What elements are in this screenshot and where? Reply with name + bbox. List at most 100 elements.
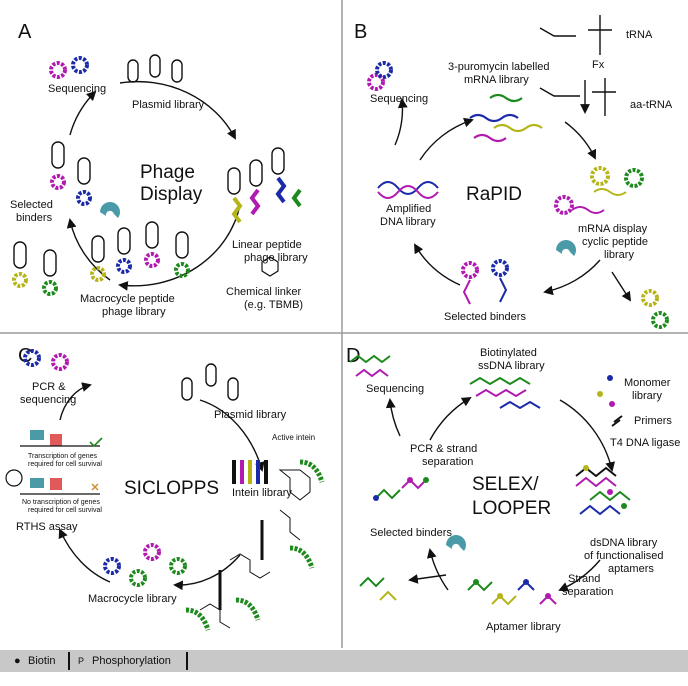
selected-binders-b (461, 259, 509, 305)
rths-assay-icon (20, 430, 103, 495)
tbmb-linker-icon (261, 256, 279, 277)
label-plasmid-library-a: Plasmid library (132, 99, 205, 111)
phage-linear-a (227, 147, 302, 224)
label-pcr-1-c: PCR & (32, 381, 66, 393)
label-macro-c: Macrocycle library (88, 593, 177, 605)
panel-d-title-1: SELEX/ (472, 474, 539, 495)
panel-a-cycle-arrow-2 (118, 204, 241, 291)
panel-d-cycle-arrow-3 (558, 559, 601, 592)
label-linker-2-a: (e.g. TBMB) (244, 299, 303, 311)
label-sequencing-d: Sequencing (366, 383, 424, 395)
label-biot-1-d: Biotinylated (480, 347, 537, 359)
panel-d: D SELEX/ LOOPER Sequencing Biotinylated … (346, 345, 680, 633)
label-biot-2-d: ssDNA library (478, 360, 545, 372)
plasmid-icons-c (181, 363, 239, 401)
phage-macrocycle-a (12, 221, 190, 296)
panel-b-title: RaPID (466, 184, 522, 205)
label-dsdna-2-d: of functionalised (584, 550, 664, 562)
panel-c: C SICLOPPS PCR & sequencing Plasmid libr… (5, 345, 325, 631)
label-sequencing-b: Sequencing (370, 93, 428, 105)
macrocycles-c (103, 543, 187, 587)
label-linker-1-a: Chemical linker (226, 286, 302, 298)
panel-b-cycle-arrow-7 (611, 271, 632, 302)
panel-c-cycle-arrow-3 (58, 528, 111, 583)
label-ligase-d: T4 DNA ligase (610, 437, 680, 449)
primer-icon-d (611, 415, 623, 427)
label-puro-2-b: mRNA library (464, 74, 529, 86)
c-seq-blue (23, 349, 41, 367)
label-puro-1-b: 3-puromycin labelled (448, 61, 550, 73)
label-selected-1-a: Selected (10, 199, 53, 211)
label-active-c: Active intein (272, 433, 315, 442)
panel-a-title-2: Display (140, 184, 203, 205)
label-trans-2-c: required for cell survival (28, 461, 102, 468)
target-protein-a (100, 202, 120, 218)
macrocycle-magenta (49, 61, 67, 79)
legend-biotin-label: Biotin (28, 655, 56, 667)
panel-c-cycle-arrow-4 (59, 382, 92, 421)
label-aptamer-d: Aptamer library (486, 621, 561, 633)
label-strand-2-d: separation (562, 586, 613, 598)
ssdna-strands-d (349, 354, 541, 410)
label-trna-b: tRNA (626, 29, 653, 41)
label-monomer-2-d: library (632, 390, 662, 402)
label-monomer-1-d: Monomer (624, 377, 671, 389)
label-notrans-2-c: required for cell survival (28, 507, 102, 514)
b-seq-blue (375, 61, 393, 79)
panel-d-letter: D (346, 345, 360, 367)
panel-c-cycle-arrow-2 (173, 554, 241, 591)
label-selected-b: Selected binders (444, 311, 526, 323)
amplified-dna-b (377, 181, 439, 199)
legend-phos-label: Phosphorylation (92, 655, 171, 667)
rths-cycle-icon (5, 469, 23, 487)
aptamer-library-d (467, 579, 557, 606)
label-primers-d: Primers (634, 415, 672, 427)
panel-a-cycle-arrow-4 (69, 90, 97, 136)
panel-b-letter: B (354, 21, 367, 43)
label-mrna-2-b: cyclic peptide (582, 236, 648, 248)
panel-a-cycle-arrow-1 (119, 80, 236, 140)
panel-d-cycle-arrow-4 (426, 548, 449, 591)
phage-selected-a (50, 141, 92, 206)
selected-aptamers-d (373, 477, 429, 501)
panel-d-cycle-arrow-6 (408, 574, 447, 584)
monomer-icons-d (597, 375, 615, 407)
plasmid-icons-a (127, 54, 183, 83)
panel-a-letter: A (18, 21, 32, 43)
panel-d-cycle-arrow-2 (559, 399, 615, 472)
legend-separator-1 (68, 652, 70, 670)
legend-bar: ● Biotin P Phosphorylation (0, 650, 688, 672)
panel-d-title-2: LOOPER (472, 498, 551, 519)
label-linear-1-a: Linear peptide (232, 239, 302, 251)
label-selected-2-a: binders (16, 212, 53, 224)
label-rths-c: RTHS assay (16, 521, 78, 533)
macrocycle-blue (71, 56, 89, 74)
label-mrna-1-b: mRNA display (578, 223, 648, 235)
label-trans-1-c: Transcription of genes (28, 453, 97, 460)
label-intein-c: Intein library (232, 487, 292, 499)
panel-b-cycle-arrow-1 (419, 117, 474, 161)
label-notrans-1-c: No transcription of genes (22, 499, 100, 506)
b-seq-magenta (367, 73, 385, 91)
panel-c-title: SICLOPPS (124, 478, 219, 499)
mrna-display-b (554, 166, 644, 215)
mrna-strands-b (469, 93, 543, 143)
peptide-chemistry-c (185, 459, 325, 631)
panel-a-title-1: Phage (140, 162, 195, 183)
panel-d-cycle-arrow-5 (385, 398, 401, 437)
panel-a: A Phage Display Sequencing Plasmid libra… (10, 21, 308, 318)
label-macro-2-a: phage library (102, 306, 166, 318)
label-dsdna-3-d: aptamers (608, 563, 654, 575)
label-dsdna-1-d: dsDNA library (590, 537, 658, 549)
label-aatrna-b: aa-tRNA (630, 99, 673, 111)
unbound-peptides-b (641, 289, 669, 329)
label-mrna-3-b: library (604, 249, 634, 261)
panel-d-cycle-arrow-1 (429, 396, 472, 441)
c-seq-magenta (51, 353, 69, 371)
panel-b-cycle-arrow-5 (394, 98, 408, 146)
label-strand-1-d: Strand (568, 573, 600, 585)
label-linear-2-a: phage library (244, 252, 308, 264)
dsdna-library-d (575, 465, 631, 516)
label-amp-2-b: DNA library (380, 216, 436, 228)
